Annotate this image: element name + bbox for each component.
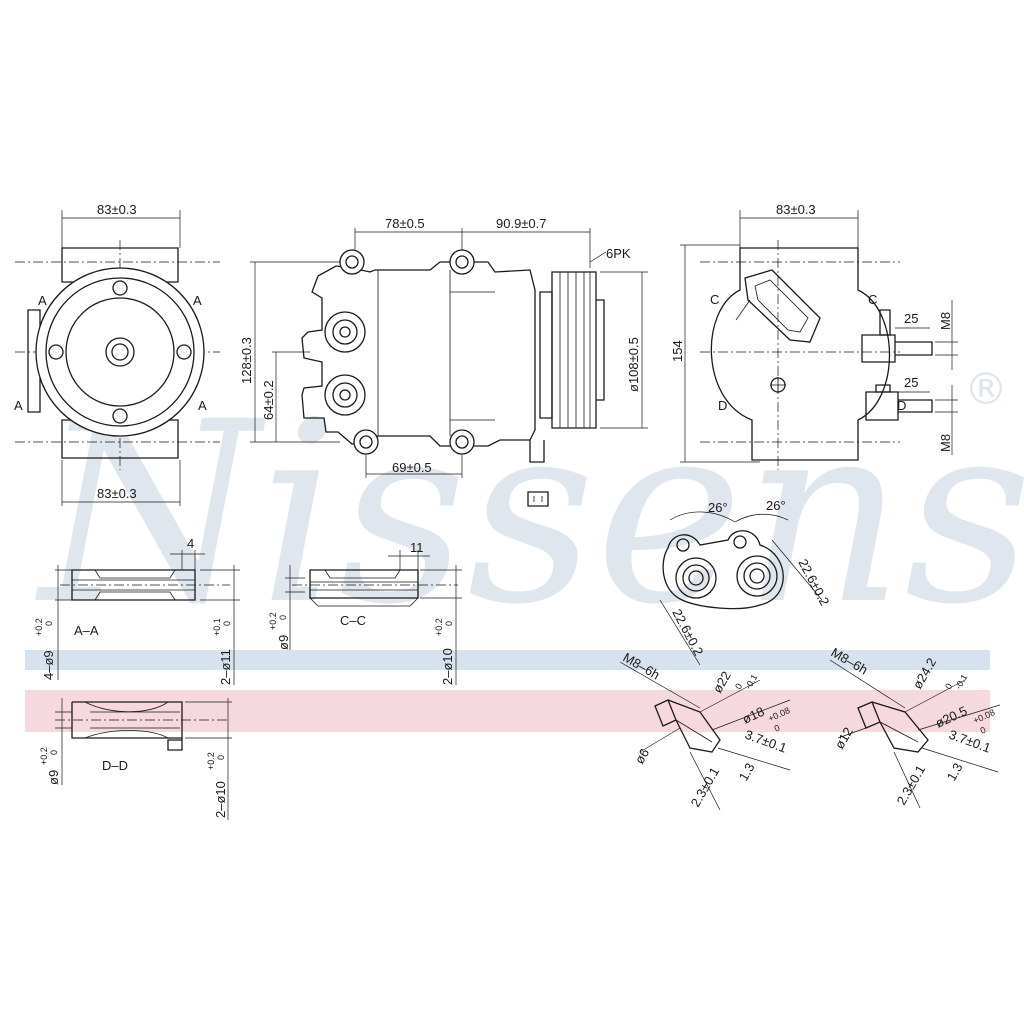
cc-dia-small-tol-lo: 0 — [278, 615, 288, 620]
cc-dia-large: 2–ø10 — [440, 648, 455, 685]
section-d-d: D–D ø9 +0.2 0 2–ø10 +0.2 0 — [39, 698, 232, 820]
aa-dia-large-tol-up: +0.1 — [212, 618, 222, 636]
side-pulley-dia: ø108±0.5 — [626, 337, 641, 392]
side-height-port: 64±0.2 — [261, 380, 276, 420]
rear-thread-top: M8 — [938, 312, 953, 330]
side-bottom-len: 69±0.5 — [392, 460, 432, 475]
aa-dia-large: 2–ø11 — [218, 649, 233, 685]
rear-thread-bottom: M8 — [938, 434, 953, 452]
dd-label: D–D — [102, 758, 128, 773]
cc-thickness: 11 — [410, 540, 424, 555]
dd-dia-large-tol-lo: 0 — [216, 755, 226, 760]
section-a-a: 4 A–A 4–ø9 +0.2 0 2–ø11 +0.1 0 — [34, 536, 240, 685]
band-pink — [25, 690, 990, 732]
pl-dia-outer-tol-up: 0 — [733, 682, 744, 691]
cc-dia-large-tol-up: +0.2 — [434, 618, 444, 636]
aa-dia-small-tol-up: +0.2 — [34, 618, 44, 636]
pl-inner: 1.3 — [736, 760, 758, 783]
section-c-c: 11 C–C ø9 +0.2 0 2–ø10 +0.2 0 — [268, 540, 462, 685]
rear-section-d-1: D — [718, 398, 727, 413]
side-len-right: 90.9±0.7 — [496, 216, 547, 231]
dd-dia-large: 2–ø10 — [213, 781, 228, 818]
watermark-brand: Nissens — [35, 368, 1024, 659]
rear-height: 154 — [670, 340, 685, 362]
side-len-left: 78±0.5 — [385, 216, 425, 231]
side-height-total: 128±0.3 — [239, 337, 254, 384]
rear-port-c-len: 25 — [904, 311, 918, 326]
pr-dia-outer-tol-up: 0 — [943, 682, 954, 691]
side-view: 78±0.5 90.9±0.7 6PK 128±0.3 64±0.2 — [239, 216, 648, 507]
pl-step: 2.3±0.1 — [688, 765, 723, 810]
cc-dia-large-tol-lo: 0 — [444, 621, 454, 626]
aa-label: A–A — [74, 623, 99, 638]
watermark-layer: Nissens ® — [25, 364, 1024, 732]
front-view: 83±0.3 83±0.3 A A A A — [14, 202, 220, 506]
dd-dia-small-tol-up: +0.2 — [39, 747, 49, 765]
pr-dia-mid-tol-lo: 0 — [979, 725, 988, 736]
rear-section-d-2: D — [897, 398, 906, 413]
front-section-a-3: A — [14, 398, 23, 413]
front-section-a-1: A — [38, 293, 47, 308]
rear-section-c-2: C — [868, 292, 877, 307]
pl-dia-bore: ø6 — [632, 746, 653, 767]
dd-dia-large-tol-up: +0.2 — [206, 752, 216, 770]
cc-label: C–C — [340, 613, 366, 628]
front-bottom-width: 83±0.3 — [97, 486, 137, 501]
pr-inner: 1.3 — [944, 760, 966, 783]
pr-step: 2.3±0.1 — [894, 763, 929, 808]
pr-dia-outer-tol-lo: -0.1 — [953, 673, 969, 691]
front-section-a-2: A — [193, 293, 202, 308]
aa-dia-large-tol-lo: 0 — [222, 621, 232, 626]
rear-view: 83±0.3 154 25 25 M8 M8 C C D — [670, 202, 958, 470]
dd-dia-small: ø9 — [46, 770, 61, 785]
cc-dia-small-tol-up: +0.2 — [268, 612, 278, 630]
aa-thickness: 4 — [187, 536, 194, 551]
watermark-registered-mark: ® — [964, 364, 1008, 415]
side-belt: 6PK — [606, 246, 631, 261]
rear-section-c-1: C — [710, 292, 719, 307]
flange-angle-right: 26° — [766, 498, 786, 513]
rear-port-d-len: 25 — [904, 375, 918, 390]
cc-dia-small: ø9 — [276, 635, 291, 650]
front-top-width: 83±0.3 — [97, 202, 137, 217]
rear-top-width: 83±0.3 — [776, 202, 816, 217]
pl-dia-mid-tol-lo: 0 — [773, 723, 782, 734]
aa-dia-small-tol-lo: 0 — [44, 621, 54, 626]
pl-dia-outer-tol-lo: -0.1 — [743, 673, 759, 691]
front-section-a-4: A — [198, 398, 207, 413]
band-blue — [25, 650, 990, 670]
aa-dia-small: 4–ø9 — [41, 650, 56, 680]
flange-angle-left: 26° — [708, 500, 728, 515]
dd-dia-small-tol-lo: 0 — [49, 750, 59, 755]
